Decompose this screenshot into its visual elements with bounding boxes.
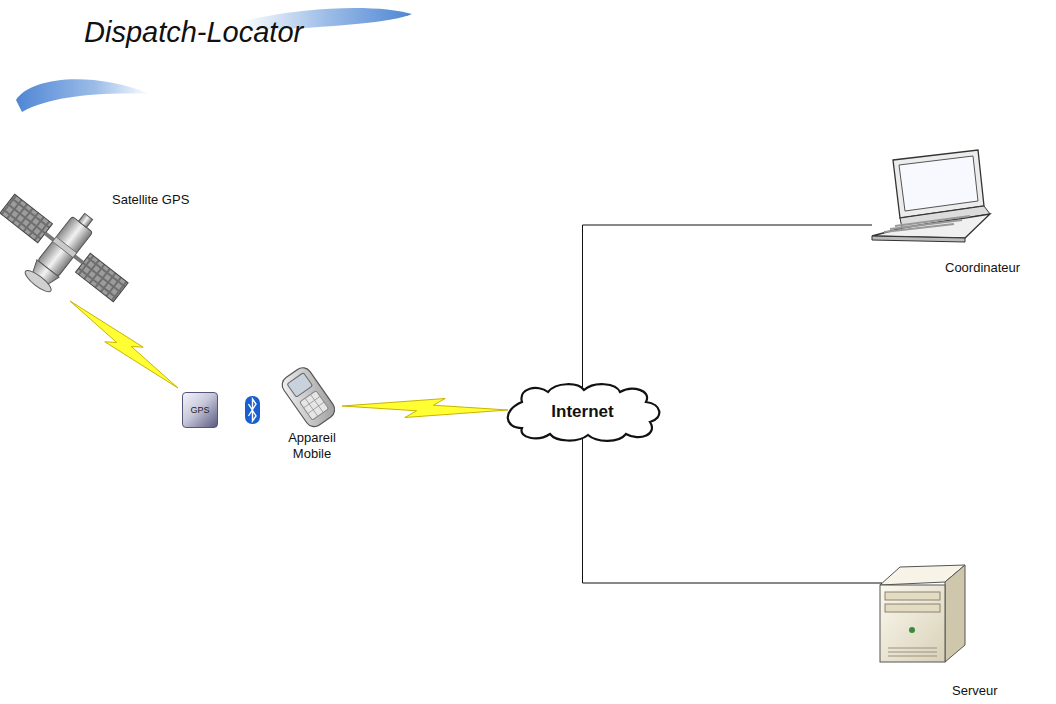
satellite-node: Satellite GPS — [8, 190, 233, 305]
node-label: Coordinateur — [945, 260, 1045, 276]
gps-box: GPS — [182, 392, 218, 428]
node-label: Serveur — [952, 683, 1022, 699]
phone-icon — [279, 364, 338, 430]
network-line — [583, 438, 883, 583]
server-icon — [880, 565, 965, 662]
node-label: GPS — [183, 393, 217, 427]
node-label: Satellite GPS — [112, 192, 232, 208]
laptop-icon — [872, 150, 990, 242]
swoosh — [16, 79, 150, 112]
mobile-node: Appareil Mobile — [272, 358, 352, 466]
wireless-link — [342, 399, 508, 418]
wireless-link — [70, 301, 178, 388]
internet-cloud: Internet — [500, 382, 665, 442]
bluetooth-icon — [245, 396, 260, 424]
node-label: Appareil Mobile — [272, 430, 352, 462]
diagram-title: Dispatch-Locator — [84, 16, 303, 49]
node-label: Internet — [500, 382, 665, 442]
coordinator-node: Coordinateur — [862, 145, 1047, 285]
network-line — [583, 225, 873, 387]
server-node: Serveur — [872, 555, 987, 700]
